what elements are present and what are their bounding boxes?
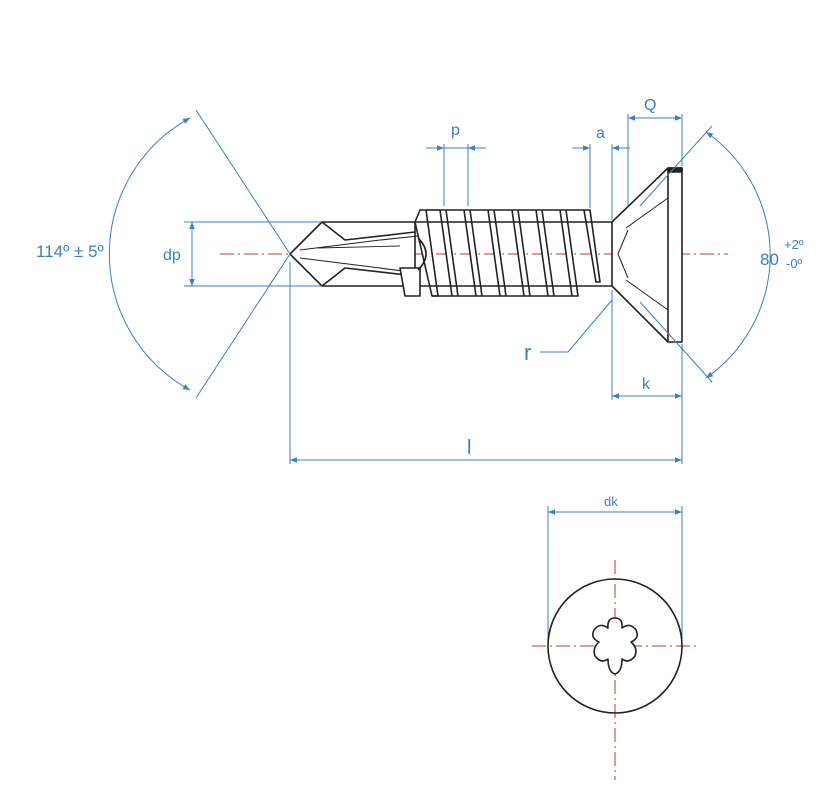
threaded-shank [399, 209, 612, 297]
pitch-label: p [451, 122, 460, 139]
point-diameter-label: dp [163, 247, 181, 264]
thread-end-label: a [596, 125, 605, 142]
head-angle-minus-label: -0º [786, 256, 803, 271]
head-angle-label: 80 [760, 250, 779, 269]
head-outline [547, 578, 683, 714]
hexalobular-drive-icon [592, 617, 638, 675]
radius-label: r [524, 340, 531, 365]
head-depth-label: Q [644, 97, 656, 114]
dimension-lines [108, 109, 771, 640]
countersunk-head [611, 167, 683, 343]
length-label: l [467, 437, 471, 459]
head-height-label: k [642, 376, 651, 393]
head-angle-plus-label: +2º [784, 237, 804, 252]
screw-side-view [220, 167, 728, 343]
drill-point [289, 221, 419, 287]
point-angle-label: 114º ± 5º [36, 242, 104, 261]
screw-top-view [532, 560, 698, 780]
head-diameter-label: dk [604, 494, 618, 509]
